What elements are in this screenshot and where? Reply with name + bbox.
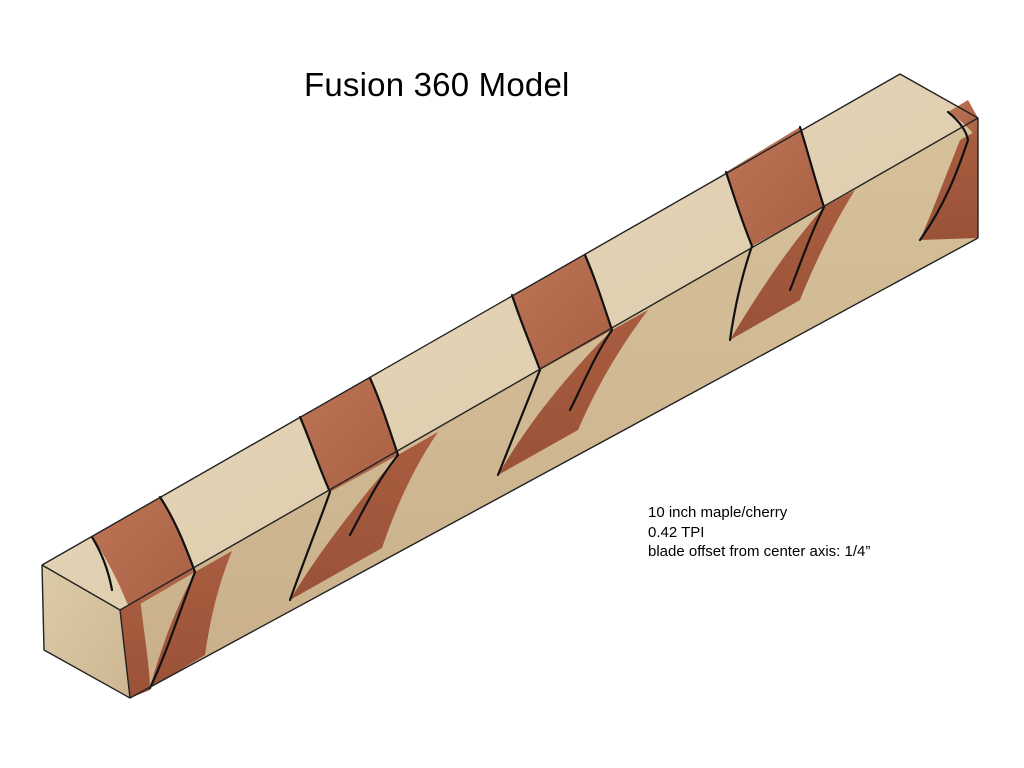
kerf-line [288,415,332,602]
cherry-band-front-4 [730,190,855,340]
kerf-line [918,110,970,242]
page-title: Fusion 360 Model [304,66,570,103]
cherry-bands-front [120,130,978,698]
cherry-band-top-2 [300,378,398,492]
spec-line-offset: blade offset from center axis: 1/4” [648,543,871,560]
spec-line-wood: 10 inch maple/cherry [648,504,788,521]
cherry-band-front-2 [290,432,438,600]
kerf-line [148,495,197,690]
cherry-band-front-1 [150,551,232,688]
cherry-band-top-5 [948,100,978,140]
kerf-line [348,376,400,537]
cherry-band-front-3 [498,310,648,475]
cherry-band-top-3 [512,255,612,370]
kerf-line [724,170,754,342]
spec-notes: 10 inch maple/cherry 0.42 TPI blade offs… [648,503,870,562]
kerf-line [90,535,114,592]
cherry-band-top-4 [726,127,824,246]
cherry-band-front-5 [920,130,978,240]
beam-end-face [42,565,130,698]
beam-outline [41,73,979,699]
kerf-lines [90,110,970,690]
cherry-bands-top [92,100,978,610]
kerf-line [568,253,614,412]
kerf-line [496,293,542,477]
spec-line-tpi: 0.42 TPI [648,523,705,541]
